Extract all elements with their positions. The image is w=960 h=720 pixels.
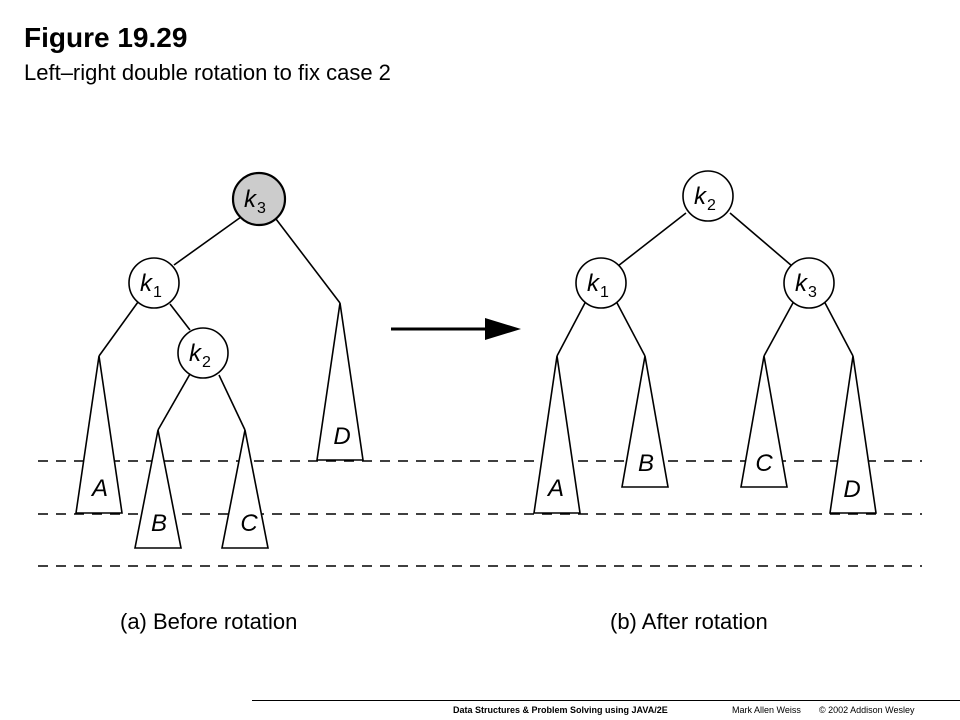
- subtrees-after: [533, 355, 877, 514]
- node-k1-after-letter: k: [587, 270, 601, 297]
- subtree-b-before: [134, 429, 182, 549]
- svg-text:2: 2: [707, 197, 716, 214]
- edge-k2-k3-after: [729, 212, 793, 267]
- edges-before: [98, 216, 341, 431]
- footer-book-title: Data Structures & Problem Solving using …: [453, 705, 668, 715]
- node-k1-before: k 1: [128, 257, 180, 309]
- subtree-a-after: [533, 355, 581, 514]
- node-k2-before: k 2: [177, 327, 229, 379]
- edge-k3-c-after: [763, 300, 795, 357]
- svg-text:k: k: [140, 270, 154, 297]
- node-k2-after: k 2: [682, 170, 734, 222]
- caption-after: (b) After rotation: [610, 609, 768, 634]
- subtree-d-before: [316, 302, 364, 461]
- edge-k1-k2: [169, 303, 191, 331]
- node-k2-letter: k: [189, 340, 203, 367]
- edge-k1-a: [98, 301, 139, 357]
- subtree-d-label-before: D: [333, 423, 350, 450]
- subtree-d-after: [829, 355, 877, 514]
- figure-title: Figure 19.29: [24, 22, 188, 53]
- subtree-a-label-after: A: [546, 475, 564, 502]
- height-guides: [38, 460, 922, 567]
- svg-text:3: 3: [808, 284, 817, 301]
- edge-k1-b-after: [615, 300, 646, 357]
- edge-k2-k1-after: [617, 212, 687, 267]
- subtree-b-label-after: B: [638, 450, 654, 477]
- subtree-b-after: [621, 355, 669, 488]
- node-k2-after-subscript: 2: [707, 197, 716, 214]
- rotation-arrow: [391, 318, 521, 340]
- svg-text:k: k: [587, 270, 601, 297]
- node-k3-after-letter: k: [795, 270, 809, 297]
- edge-k3-d: [275, 218, 341, 304]
- subtree-b-label-before: B: [151, 510, 167, 537]
- node-k3-subscript: 3: [257, 200, 266, 217]
- node-k1-after-subscript: 1: [600, 284, 609, 301]
- svg-text:k: k: [189, 340, 203, 367]
- svg-text:2: 2: [202, 354, 211, 371]
- svg-text:1: 1: [153, 284, 162, 301]
- subtree-d-label-after: D: [843, 476, 860, 503]
- edge-k2-c: [218, 374, 246, 431]
- tree-after: A B C D k 2 k 1 k 3: [533, 170, 877, 514]
- subtree-c-after: [740, 355, 788, 488]
- node-k3-after: k 3: [783, 257, 835, 309]
- node-k2-after-letter: k: [694, 183, 708, 210]
- node-k2-subscript: 2: [202, 354, 211, 371]
- subtree-a-label-before: A: [90, 475, 108, 502]
- subtree-c-label-after: C: [755, 450, 773, 477]
- subtree-a-before: [75, 355, 123, 514]
- node-k1-after: k 1: [575, 257, 627, 309]
- node-k3-after-subscript: 3: [808, 284, 817, 301]
- node-k3-letter: k: [244, 186, 258, 213]
- svg-text:3: 3: [257, 200, 266, 217]
- svg-text:k: k: [694, 183, 708, 210]
- footer-rule: [252, 700, 960, 701]
- svg-text:1: 1: [600, 284, 609, 301]
- subtrees-before: [75, 302, 364, 549]
- figure-subtitle: Left–right double rotation to fix case 2: [24, 60, 391, 85]
- footer-author: Mark Allen Weiss: [732, 705, 801, 715]
- subtree-c-before: [221, 429, 269, 549]
- node-k1-subscript: 1: [153, 284, 162, 301]
- node-k3-before: k 3: [231, 171, 287, 227]
- caption-before: (a) Before rotation: [120, 609, 298, 634]
- subtree-c-label-before: C: [240, 510, 258, 537]
- footer-copyright: © 2002 Addison Wesley: [819, 705, 915, 715]
- svg-text:k: k: [795, 270, 809, 297]
- edge-k2-b: [157, 373, 191, 431]
- edge-k3-d-after: [823, 300, 854, 357]
- edge-k1-a-after: [556, 300, 587, 357]
- tree-before: A B C D k 3 k 1 k 2: [75, 171, 364, 549]
- edges-after: [556, 212, 854, 357]
- svg-text:k: k: [244, 186, 258, 213]
- edge-k3-k1: [173, 216, 242, 266]
- node-k1-letter: k: [140, 270, 154, 297]
